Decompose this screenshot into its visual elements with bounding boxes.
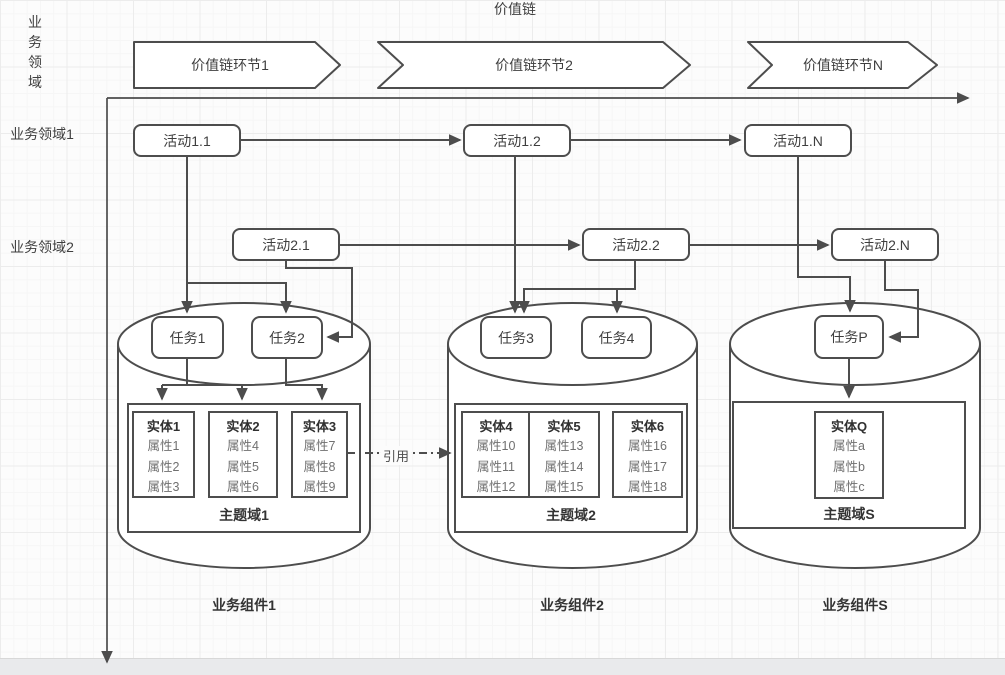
arrow-activity2n-to-taskp — [884, 260, 919, 337]
entity-q-box[interactable] — [814, 411, 884, 499]
entity-1-box[interactable] — [132, 411, 195, 498]
activity-1-n-box[interactable] — [744, 124, 852, 157]
task-3-box[interactable] — [480, 316, 552, 359]
activity-2-1-box[interactable] — [232, 228, 340, 261]
activity-1-2-box[interactable] — [463, 124, 571, 157]
arrow-task2-to-entity3 — [285, 358, 322, 399]
chevron-value-chain-link-n[interactable] — [747, 41, 938, 89]
entity-3-box[interactable] — [291, 411, 348, 498]
arrow-activity1n-to-taskp — [797, 155, 850, 311]
entity-6-box[interactable] — [612, 411, 683, 498]
entity-2-box[interactable] — [208, 411, 278, 498]
chevron-value-chain-link-1[interactable] — [133, 41, 341, 89]
activity-1-1-box[interactable] — [133, 124, 241, 157]
arrow-activity11-to-task2 — [187, 282, 286, 312]
bottom-scrollbar-gutter — [0, 658, 1005, 675]
activity-2-2-box[interactable] — [582, 228, 690, 261]
vertical-axis-label: 业务领域 — [28, 14, 42, 90]
task-4-box[interactable] — [581, 316, 652, 359]
task-1-box[interactable] — [151, 316, 224, 359]
activity-2-n-box[interactable] — [831, 228, 939, 261]
entity-5-box[interactable] — [528, 411, 600, 498]
arrow-activity22-to-task3 — [524, 260, 636, 312]
axis-lines — [107, 98, 968, 662]
task-p-box[interactable] — [814, 315, 884, 359]
entity-4-box[interactable] — [461, 411, 531, 498]
arrow-activity21-to-task2 — [285, 260, 353, 337]
task-2-box[interactable] — [251, 316, 323, 359]
chevron-value-chain-link-2[interactable] — [377, 41, 691, 89]
